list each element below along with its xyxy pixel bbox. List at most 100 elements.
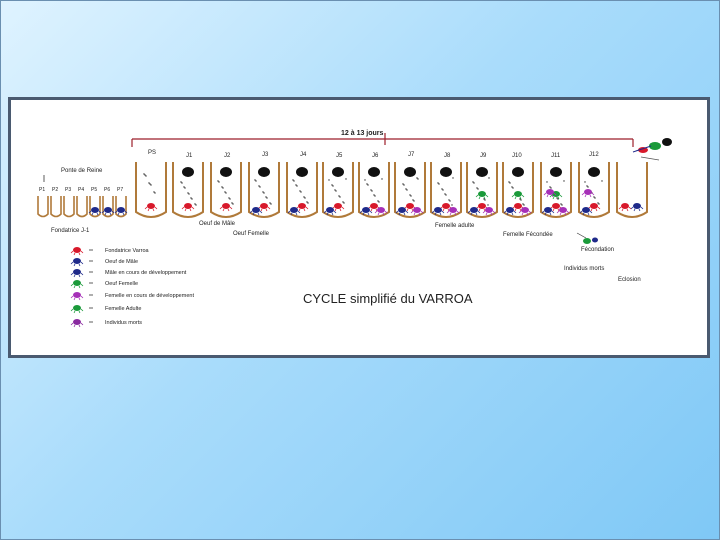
cell-label: J1 xyxy=(186,153,193,159)
dot xyxy=(334,189,335,190)
legend-label: Fondatrice Varroa xyxy=(105,248,150,254)
dot xyxy=(598,203,599,204)
dot xyxy=(191,198,192,199)
brood-cell xyxy=(503,162,533,217)
dot xyxy=(477,188,478,189)
dot xyxy=(445,194,446,195)
dot xyxy=(342,201,343,202)
dot xyxy=(584,181,585,182)
dot xyxy=(190,197,191,198)
dot xyxy=(364,179,365,180)
dot xyxy=(373,194,374,195)
larva-head-icon xyxy=(368,167,380,177)
dot xyxy=(405,188,406,189)
larva-label: P6 xyxy=(104,187,110,193)
dot xyxy=(442,189,443,190)
legend-item: Mâle en cours de développement xyxy=(71,269,187,277)
larva-label: P1 xyxy=(39,187,45,193)
legend-item: Femelle en cours de développement xyxy=(71,292,194,300)
dot xyxy=(228,197,229,198)
diagram-panel: 12 à 13 jours Ponte de Reine P1 P2 P3 P4… xyxy=(8,97,710,358)
male-egg-annotation: Oeuf de Mâle xyxy=(199,221,236,227)
dot xyxy=(438,183,439,184)
dot xyxy=(307,202,308,203)
dot xyxy=(417,178,418,179)
larva-head-icon xyxy=(440,167,452,177)
larva-head-icon xyxy=(296,167,308,177)
legend-mite-icon xyxy=(71,258,83,266)
dot xyxy=(451,204,452,205)
legend-label: Femelle en cours de développement xyxy=(105,293,194,299)
dot xyxy=(143,173,144,174)
dot xyxy=(332,185,333,186)
larval-cell xyxy=(64,196,74,217)
dot xyxy=(409,194,410,195)
dot xyxy=(180,181,181,182)
dot xyxy=(371,190,372,191)
dot xyxy=(472,181,473,182)
dot xyxy=(194,203,195,204)
dot xyxy=(231,202,232,203)
dot xyxy=(546,181,547,182)
dot xyxy=(509,182,510,183)
cell-label: J6 xyxy=(372,153,379,159)
cell-label: J2 xyxy=(224,153,231,159)
legend-label: Mâle en cours de développement xyxy=(105,270,187,276)
larval-cells xyxy=(38,196,127,217)
larva-head-icon xyxy=(512,167,524,177)
larva-labels: P1 P2 P3 P4 P5 P6 P7 xyxy=(39,187,123,193)
legend-item: Oeuf de Mâle xyxy=(71,258,138,266)
dot xyxy=(444,193,445,194)
varroa-cycle-diagram: 12 à 13 jours Ponte de Reine P1 P2 P3 P4… xyxy=(11,100,707,355)
hatching-annotation: Eclosion xyxy=(618,277,641,283)
dot xyxy=(188,193,189,194)
dot xyxy=(484,199,485,200)
dot xyxy=(473,182,474,183)
dot xyxy=(448,199,449,200)
diagram-title: CYCLE simplifié du VARROA xyxy=(303,291,473,306)
dot xyxy=(487,204,488,205)
dot xyxy=(254,179,255,180)
dot xyxy=(412,199,413,200)
dot xyxy=(410,195,411,196)
brood-cell xyxy=(173,162,203,217)
cell-label: J4 xyxy=(300,152,307,158)
dot xyxy=(144,174,145,175)
brood-cell xyxy=(359,162,389,217)
larva-label: P5 xyxy=(91,187,97,193)
cell-label: J11 xyxy=(551,153,561,159)
foundress-label: Fondatrice J-1 xyxy=(51,228,90,234)
queen-laying-label: Ponte de Reine xyxy=(61,168,103,174)
dot xyxy=(508,181,509,182)
dot xyxy=(549,186,550,187)
legend-label: Oeuf de Mâle xyxy=(105,259,138,265)
female-egg-annotation: Oeuf Femelle xyxy=(233,231,270,237)
legend-item: Individus morts xyxy=(71,319,142,327)
brood-cell xyxy=(249,162,279,217)
legend-mite-icon xyxy=(71,305,83,313)
dot xyxy=(593,196,594,197)
larva-head-icon xyxy=(220,167,232,177)
dot xyxy=(416,177,417,178)
dot xyxy=(269,202,270,203)
larva-head-icon xyxy=(258,167,270,177)
legend-mite-icon xyxy=(71,280,83,288)
dot xyxy=(441,188,442,189)
dot xyxy=(292,179,293,180)
larva-head-icon xyxy=(476,167,488,177)
dot xyxy=(523,204,524,205)
dot xyxy=(511,186,512,187)
dot xyxy=(222,187,223,188)
dot xyxy=(586,185,587,186)
dot xyxy=(229,198,230,199)
dot xyxy=(345,178,346,179)
dot xyxy=(258,185,259,186)
legend-label: Oeuf Femelle xyxy=(105,281,138,287)
larva-head-icon xyxy=(404,167,416,177)
larva-head-icon xyxy=(182,167,194,177)
legend-mite-icon xyxy=(71,269,83,277)
adult-female-annotation: Femelle adulte xyxy=(435,223,475,229)
dot xyxy=(263,192,264,193)
dot xyxy=(221,186,222,187)
larva-label: P4 xyxy=(78,187,84,193)
